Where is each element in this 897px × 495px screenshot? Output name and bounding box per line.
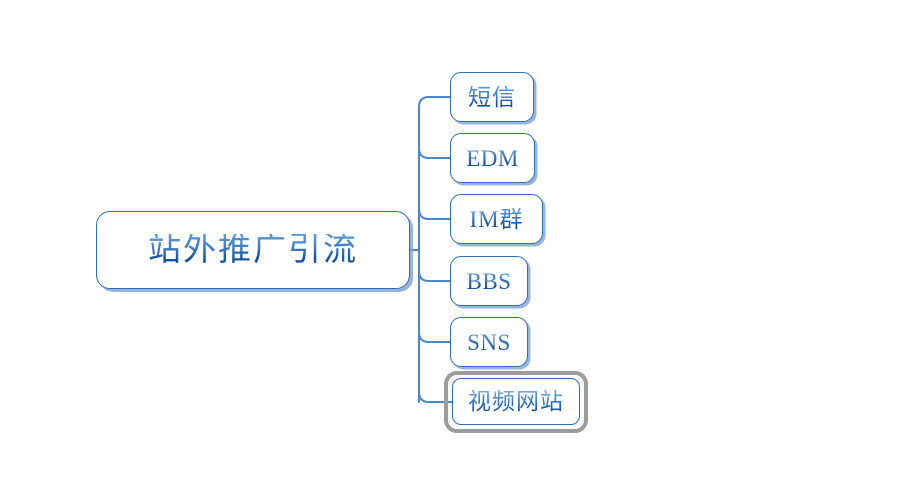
- mindmap-node-label: BBS: [466, 268, 512, 294]
- mindmap-node-label: 短信: [468, 84, 516, 110]
- selection-frame: [444, 371, 588, 433]
- connector-branch-1: [418, 96, 451, 118]
- mindmap-node-sms[interactable]: 短信: [450, 72, 534, 122]
- mindmap-node-label: SNS: [467, 329, 511, 355]
- mindmap-node-sns[interactable]: SNS: [450, 317, 528, 367]
- mindmap-node-video-site[interactable]: 视频网站: [452, 378, 580, 425]
- mindmap-root-node[interactable]: 站外推广引流: [96, 211, 410, 289]
- connector-branch-3: [418, 208, 451, 220]
- mindmap-root-label: 站外推广引流: [148, 231, 358, 268]
- connector-branch-5: [418, 331, 451, 343]
- mindmap-node-label: 视频网站: [468, 389, 564, 414]
- connector-branch-4: [418, 270, 451, 282]
- connector-branch-2: [418, 147, 451, 159]
- mindmap-node-edm[interactable]: EDM: [450, 133, 535, 183]
- mindmap-node-bbs[interactable]: BBS: [450, 256, 528, 306]
- mindmap-node-label: EDM: [466, 145, 519, 171]
- mindmap-node-label: IM群: [469, 206, 524, 232]
- mindmap-node-im-group[interactable]: IM群: [450, 194, 543, 244]
